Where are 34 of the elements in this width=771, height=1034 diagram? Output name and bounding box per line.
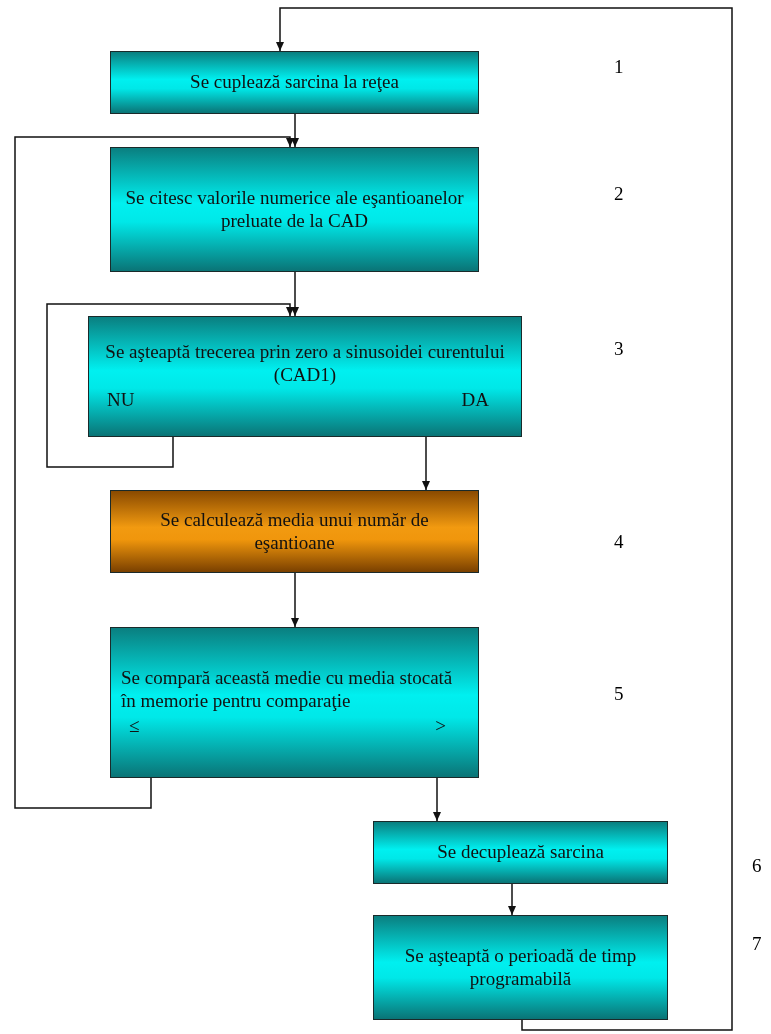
process-box — [373, 915, 668, 1020]
flow-arrow — [291, 572, 299, 628]
process-box — [373, 821, 668, 884]
step-number: 6 — [752, 855, 762, 877]
branch-label: > — [435, 714, 446, 738]
branch-label: NU — [107, 388, 135, 412]
flow-arrow — [276, 7, 733, 1031]
step-number: 4 — [614, 531, 624, 553]
step-number: 7 — [752, 933, 762, 955]
flow-arrow — [291, 271, 299, 317]
flow-arrow — [422, 436, 430, 491]
flow-arrow — [291, 113, 299, 148]
decision-box — [88, 316, 522, 437]
process-box — [110, 147, 479, 272]
step-text: Se aşteaptă o perioadă de timp programabilă — [403, 944, 638, 991]
step-text: Se calculează media unui număr de eşantioane — [159, 508, 430, 555]
step-text: Se compară această medie cu media stocată în memorie pentru comparaţie — [121, 667, 454, 713]
flow-arrow — [433, 777, 441, 822]
step-text: Se citesc valorile numerice ale eşantioanelor preluate de la CAD — [124, 186, 465, 233]
decision-box — [110, 627, 479, 778]
step-text: Se cuplează sarcina la reţea — [189, 71, 400, 94]
flow-arrow — [508, 883, 516, 916]
process-box — [110, 490, 479, 573]
branch-label: DA — [461, 388, 489, 412]
step-number: 5 — [614, 683, 624, 705]
branch-label: ≤ — [129, 714, 140, 738]
process-box — [110, 51, 479, 114]
flow-arrow — [14, 136, 294, 809]
step-text: Se aşteaptă trecerea prin zero a sinusoidei curentului (CAD1) — [104, 341, 506, 387]
step-number: 1 — [614, 56, 624, 78]
flow-arrow — [46, 303, 294, 468]
step-number: 3 — [614, 338, 624, 360]
step-number: 2 — [614, 183, 624, 205]
step-text: Se decuplează sarcina — [436, 841, 605, 864]
